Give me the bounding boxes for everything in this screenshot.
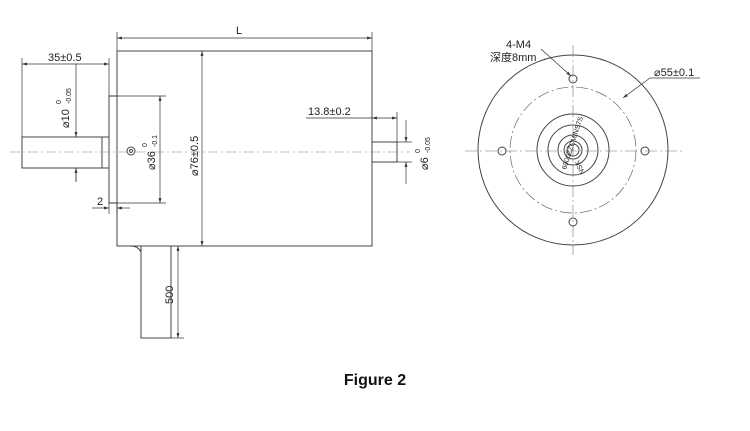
front-view (465, 45, 700, 255)
front-labels: 4-M4 深度8mm ⌀55±0.1 6000ZZCM/NS7S NSK (490, 39, 694, 175)
bearing-brand-label: NSK (574, 159, 587, 175)
cable (140, 245, 172, 339)
pilot-dia-label: ⌀36 (146, 151, 158, 170)
left-shaft (21, 136, 110, 169)
figure-caption: Figure 2 (343, 372, 407, 389)
pilot-dia-tol-upper: 0 (142, 143, 149, 147)
flange-thickness-label: 2 (97, 196, 103, 208)
length-label: L (236, 25, 242, 37)
shaft-dia-right-tol-upper: 0 (415, 149, 422, 153)
shaft-dia-left-label: ⌀10 (60, 109, 72, 128)
shaft-dia-left-tol-upper: 0 (56, 100, 63, 104)
pilot-dia-tol-lower: -0.1 (152, 135, 159, 147)
shaft-dia-left-tol-lower: -0.05 (66, 88, 73, 104)
cable-length-label: 500 (164, 286, 176, 304)
body-dia-label: ⌀76±0.5 (189, 136, 201, 176)
shaft-length-right-label: 13.8±0.2 (308, 106, 351, 118)
bolt-circle-label: ⌀55±0.1 (654, 67, 694, 79)
shaft-dia-right-label: ⌀6 (419, 157, 431, 170)
holes-depth-label: 深度8mm (490, 50, 536, 64)
shaft-dia-right-tol-lower: -0.05 (425, 137, 432, 153)
front-flange (108, 95, 118, 204)
motor-body (116, 50, 373, 247)
pilot-screw-icon (126, 146, 136, 156)
side-labels: L 35±0.5 ⌀10 0 -0.05 ⌀36 0 -0.1 ⌀76±0.5 … (48, 25, 432, 304)
side-dimensions (21, 32, 412, 339)
shaft-length-left-label: 35±0.5 (48, 52, 82, 64)
holes-label: 4-M4 (506, 39, 531, 51)
